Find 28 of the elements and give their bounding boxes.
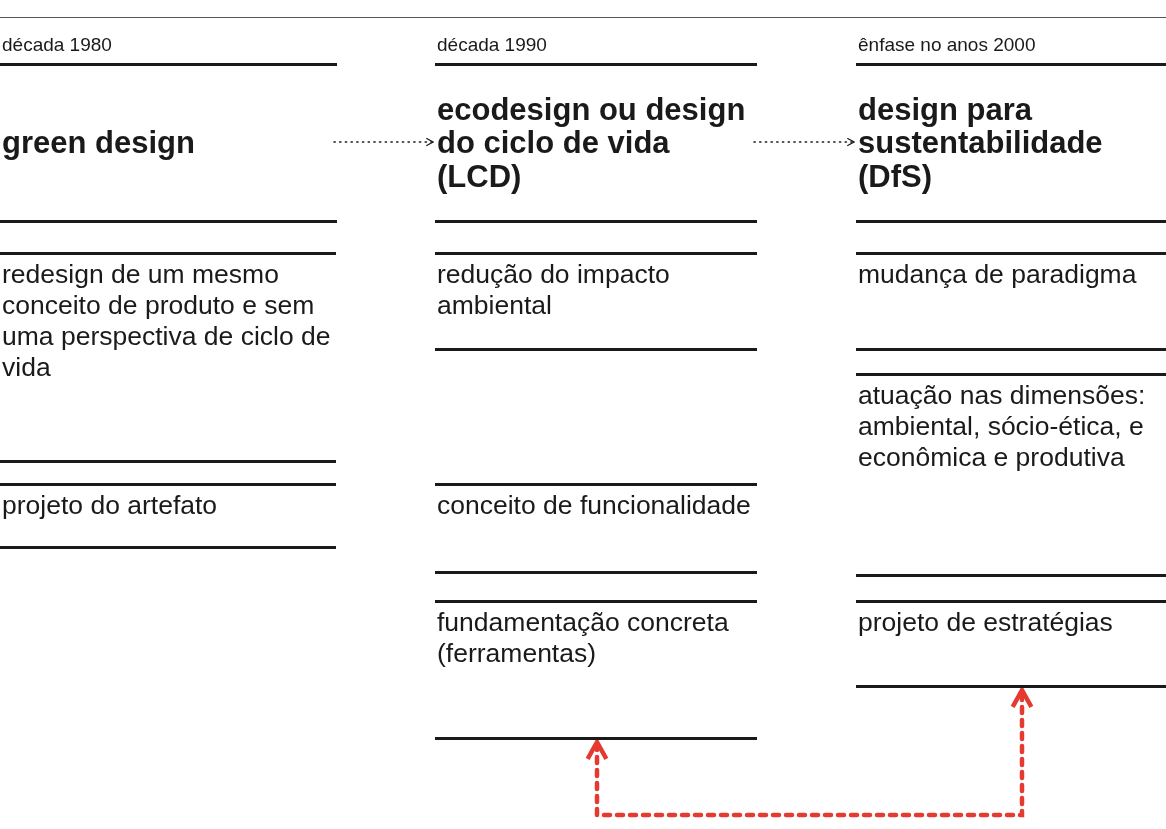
item-band (435, 252, 757, 351)
heading-band (0, 63, 337, 223)
stage-item-text: fundamentação concreta (ferramentas) (437, 607, 730, 669)
stage-title: green design (2, 126, 196, 160)
heading-band (435, 63, 757, 223)
stage-item-text: redesign de um mesmo conceito de produto e sem uma perspectiva de ciclo de vida (2, 259, 332, 383)
stage-item-text: redução do impacto ambiental (437, 259, 671, 321)
stage-item-text: projeto do artefato (2, 490, 219, 521)
item-band (435, 600, 757, 740)
item-band (0, 483, 336, 549)
item-band (0, 252, 336, 463)
period-label: ênfase no anos 2000 (858, 34, 1036, 56)
period-label: década 1980 (2, 34, 112, 56)
stage-item-text: projeto de estratégias (858, 607, 1114, 638)
item-band (856, 373, 1166, 577)
stage-title: design para sustentabilidade (DfS) (858, 93, 1104, 193)
heading-band (856, 63, 1166, 223)
item-band (435, 483, 757, 574)
item-band (856, 252, 1166, 351)
item-band (856, 600, 1166, 688)
stage-item-text: mudança de paradigma (858, 259, 1138, 290)
stage-item-text: conceito de funcionalidade (437, 490, 752, 521)
arrow (333, 137, 434, 147)
period-label: década 1990 (437, 34, 547, 56)
arrow (753, 137, 855, 147)
arrow (585, 687, 1034, 818)
stage-item-text: atuação nas dimensões: ambiental, sócio-ética, e econômica e produtiva (858, 380, 1147, 473)
stage-title: ecodesign ou design do ciclo de vida (LCD) (437, 93, 747, 193)
